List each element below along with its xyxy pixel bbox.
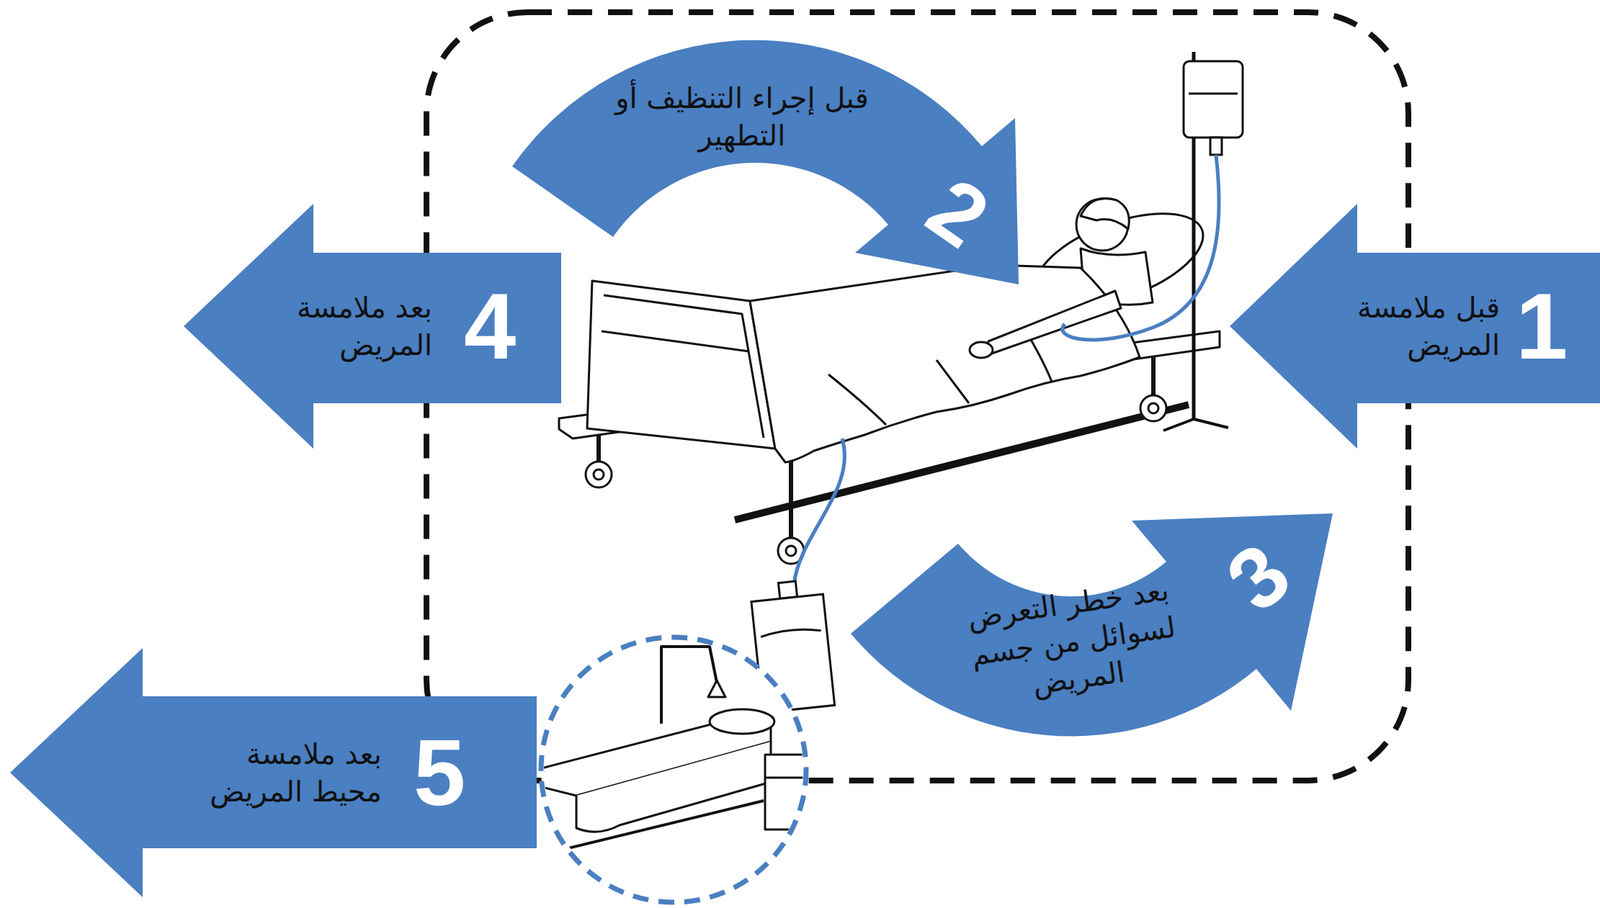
moment-label: قبل ملامسة المريض [1312,288,1500,364]
bed-leg [596,435,601,463]
bed-wheel [1140,395,1167,422]
moment-label: بعد ملامسة محيط المريض [180,735,382,811]
moment-arrow: 2قبل إجراء التنظيف أو التطهير [497,36,1023,289]
empty-bed-frame [547,801,764,854]
moment-number: 1 [1515,279,1568,374]
bed-wheel [585,461,612,488]
patient-zone [426,12,1409,781]
moment-number: 4 [463,279,516,374]
bed-footboard [587,280,776,449]
moment-label: قبل إجراء التنظيف أو التطهير [612,79,872,155]
iv-pole-foot [1163,419,1194,431]
moment-arrow: 3بعد خطر التعرض لسوائل من جسم المريض [842,504,1340,743]
empty-bed-sheet [576,742,771,833]
patient-hair [1080,198,1129,230]
drip-chamber [1210,137,1222,155]
bed-wheel [785,546,797,557]
nightstand-drawer [765,777,810,780]
moment-arrow: 4 بعد ملامسة المريض [180,198,566,454]
iv-bag [1183,61,1243,138]
bag-fluid-level [760,627,822,638]
bed-lamp-arm [661,646,717,724]
moment-number: 5 [413,726,466,820]
empty-bed [533,646,810,854]
empty-bed-pillow [709,709,775,735]
iv-fluid-level [1188,92,1238,96]
bag-connector [778,581,797,599]
footboard-panel [603,295,764,439]
blanket-fold [828,338,1052,426]
bed-lamp [708,680,726,698]
arrow-fill [512,40,1019,285]
footboard-panel [601,331,750,352]
arrow-fill [1229,203,1600,449]
patient-arm [985,291,1121,356]
bed-wheel [593,469,604,480]
moment-label: بعد ملامسة المريض [244,288,433,364]
bed-leg [1151,352,1156,397]
drainage-tube [793,438,846,585]
nightstand [765,754,810,830]
patient-hand [969,342,993,359]
arrow-fill [850,513,1333,737]
moment-arrow: 5 بعد ملامسة محيط المريض [7,644,541,902]
iv-stand [1163,51,1243,431]
iv-pole-foot [1193,419,1229,428]
bed-wheel [1148,403,1159,414]
moment-arrow: 1قبل ملامسة المريض [1224,198,1600,454]
arrow-fill [183,203,562,449]
bed-blanket [749,265,1140,463]
iv-tube [1062,154,1219,341]
arrow-fill [10,648,537,898]
